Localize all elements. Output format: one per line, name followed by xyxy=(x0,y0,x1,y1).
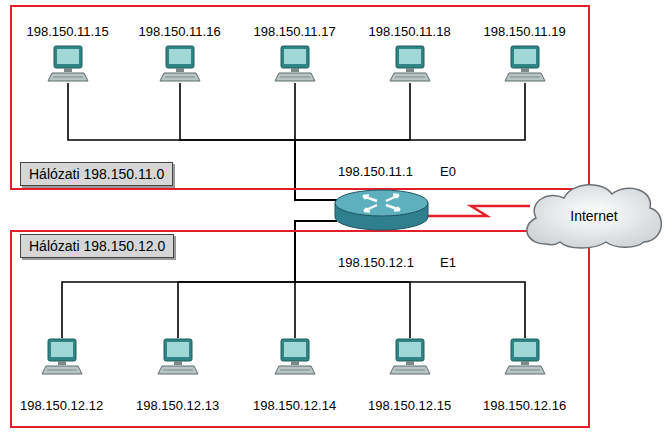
router: 198.150.11.1 E0 198.150.12.1 E1 xyxy=(328,160,478,274)
network-region: Hálózati 198.150.12.0 198.150.12.12 198.15… xyxy=(10,230,590,428)
network-label: Hálózati 198.150.11.0 xyxy=(20,162,173,186)
computer-icon xyxy=(41,338,83,376)
network-link xyxy=(295,83,525,200)
ip-address: 198.150.12.12 xyxy=(20,398,103,413)
computer-host: 198.150.12.14 xyxy=(250,338,340,416)
computer-host: 198.150.12.16 xyxy=(480,338,570,416)
computer-icon xyxy=(389,45,431,83)
computer-host: 198.150.11.19 xyxy=(481,24,570,86)
computer-host: 198.150.12.13 xyxy=(133,338,223,416)
computer-icon xyxy=(47,45,89,83)
network-link xyxy=(178,221,337,338)
network-region: Hálózati 198.150.11.0 198.150.11.15 198.15… xyxy=(10,5,590,190)
ip-address: 198.150.11.1 xyxy=(338,164,413,179)
cloud-label: Internet xyxy=(570,208,617,224)
computer-host: 198.150.12.12 xyxy=(17,338,107,416)
ip-address: 198.150.11.17 xyxy=(254,24,336,39)
network-link xyxy=(180,83,337,200)
computer-host: 198.150.11.18 xyxy=(366,24,455,86)
computer-icon xyxy=(159,45,201,83)
ip-address: 198.150.11.18 xyxy=(369,24,451,39)
computer-icon xyxy=(274,45,316,83)
network-link xyxy=(295,221,410,338)
network-link xyxy=(295,221,337,338)
ip-address: 198.150.12.15 xyxy=(368,398,451,413)
ip-address: 198.150.11.16 xyxy=(139,24,221,39)
network-link xyxy=(295,83,337,200)
interface-name: E1 xyxy=(440,255,456,270)
computer-icon xyxy=(274,338,316,376)
ip-address: 198.150.12.14 xyxy=(253,398,336,413)
network-link xyxy=(428,206,530,216)
computer-host: 198.150.12.15 xyxy=(365,338,455,416)
computer-icon xyxy=(504,45,546,83)
interface-name: E0 xyxy=(440,164,456,179)
network-label: Hálózati 198.150.12.0 xyxy=(20,234,174,258)
computer-host: 198.150.11.16 xyxy=(136,24,225,86)
computer-icon xyxy=(157,338,199,376)
ip-address: 198.150.12.16 xyxy=(483,398,566,413)
computer-host: 198.150.11.15 xyxy=(24,24,113,86)
computer-host: 198.150.11.17 xyxy=(251,24,340,86)
ip-address: 198.150.12.1 xyxy=(338,255,414,270)
ip-address: 198.150.11.15 xyxy=(27,24,109,39)
network-link xyxy=(295,221,525,338)
ip-address: 198.150.11.19 xyxy=(484,24,566,39)
ip-address: 198.150.12.13 xyxy=(136,398,219,413)
computer-icon xyxy=(504,338,546,376)
network-link xyxy=(295,83,410,200)
internet-cloud: Internet xyxy=(518,178,666,250)
router-icon xyxy=(333,188,430,232)
computer-icon xyxy=(389,338,431,376)
